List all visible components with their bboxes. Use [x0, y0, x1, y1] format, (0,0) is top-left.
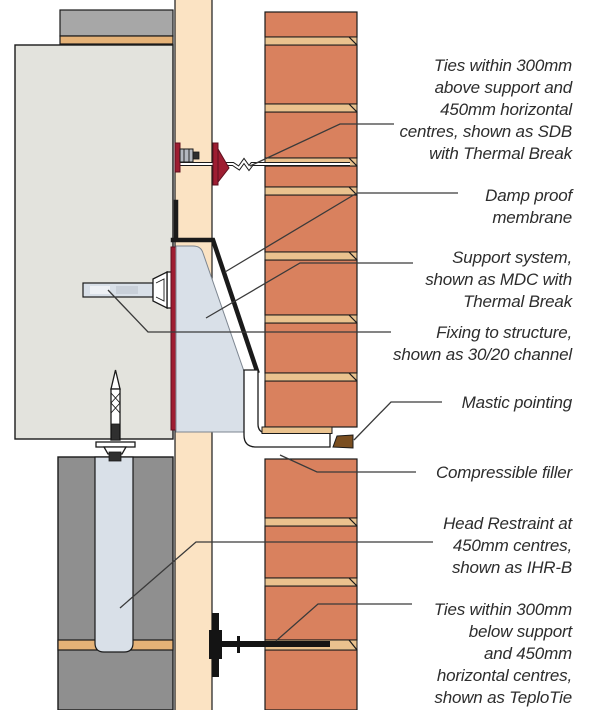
channel-fixing — [82, 270, 173, 310]
shelf-angle — [243, 369, 354, 449]
sdb-tie — [174, 142, 350, 186]
leader-mastic — [353, 401, 442, 441]
leader-ties-below — [275, 603, 412, 642]
brick-course — [264, 525, 358, 579]
brick-course — [264, 111, 358, 159]
mortar-joint — [264, 372, 358, 382]
leader-dpm — [224, 192, 458, 273]
leader-head-restraint — [119, 541, 433, 609]
anchor-bolt — [110, 369, 121, 441]
label-ties-above: Ties within 300mm above support and 450m… — [399, 56, 573, 163]
mastic-pointing — [332, 434, 354, 449]
mortar-joint — [264, 251, 358, 261]
label-dpm: Damp proof membrane — [485, 186, 572, 227]
label-head-restraint: Head Restraint at 450mm centres, shown a… — [443, 514, 572, 577]
label-ties-below: Ties within 300mm below support and 450m… — [433, 600, 572, 707]
tie-thermal-pad — [174, 142, 181, 173]
mortar-joint — [264, 314, 358, 324]
brick-leaf — [264, 11, 358, 710]
leader-fixing — [107, 289, 391, 333]
label-support: Support system, shown as MDC with Therma… — [425, 248, 572, 311]
brick-course — [264, 11, 358, 38]
leader-filler — [279, 454, 416, 473]
mortar-joint — [264, 36, 358, 46]
mortar-joint — [264, 103, 358, 113]
concrete-slab — [14, 44, 174, 440]
block-bed-joint — [59, 35, 174, 45]
brick-course — [264, 165, 358, 188]
inner-leaf-upper — [14, 9, 174, 440]
support-thermal-break — [170, 246, 177, 431]
restraint-nut — [108, 451, 122, 462]
mortar-joint — [264, 517, 358, 527]
brick-course — [264, 44, 358, 105]
brick-course — [264, 259, 358, 316]
label-filler: Compressible filler — [435, 463, 572, 482]
teplo-tie — [209, 613, 330, 677]
restraint-fixing-plate — [95, 441, 136, 448]
brick-course — [264, 585, 358, 641]
brick-course — [264, 380, 358, 428]
brick-course — [264, 322, 358, 374]
leader-lines — [107, 123, 458, 642]
damp-proof-membrane — [170, 199, 260, 374]
brick-course — [264, 194, 358, 253]
label-mastic: Mastic pointing — [461, 393, 573, 412]
mortar-joint — [264, 577, 358, 587]
tie-retaining-disc — [212, 142, 219, 186]
brick-course — [264, 458, 358, 519]
leader-support — [205, 262, 413, 319]
brick-course — [264, 649, 358, 710]
bed-joint-on-angle — [261, 426, 333, 434]
blockwork-above-slab — [59, 9, 174, 37]
mortar-joint — [264, 186, 358, 196]
label-fixing: Fixing to structure, shown as 30/20 chan… — [393, 323, 572, 364]
leader-ties-above — [249, 123, 394, 167]
head-restraint-channel — [94, 441, 136, 653]
